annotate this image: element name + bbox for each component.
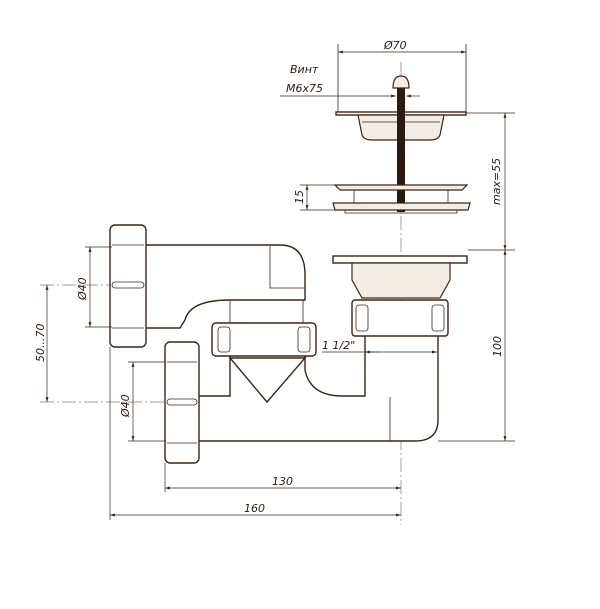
dimensions [45,50,515,520]
label-offset-range: 50...70 [34,324,47,362]
label-thread-size: 1 1/2" [322,339,355,352]
upper-nut [109,224,147,348]
label-height-total: 100 [491,336,504,357]
label-upper-diameter: Ø40 [76,277,89,301]
label-max-height: max=55 [490,158,503,205]
label-screw-title: Винт [290,63,319,76]
label-length-inner: 130 [272,475,293,488]
upper-pipe [144,244,306,329]
label-diameter-top: Ø70 [383,39,407,52]
drain-body [332,255,468,337]
label-screw-size: M6x75 [286,82,323,95]
label-length-total: 160 [244,502,265,515]
lower-nut [164,341,200,464]
label-lower-diameter: Ø40 [119,394,132,418]
strainer-plug [332,44,471,214]
label-height-flange: 15 [293,190,306,204]
lower-pipe [197,334,439,442]
middle-nut [211,322,317,357]
